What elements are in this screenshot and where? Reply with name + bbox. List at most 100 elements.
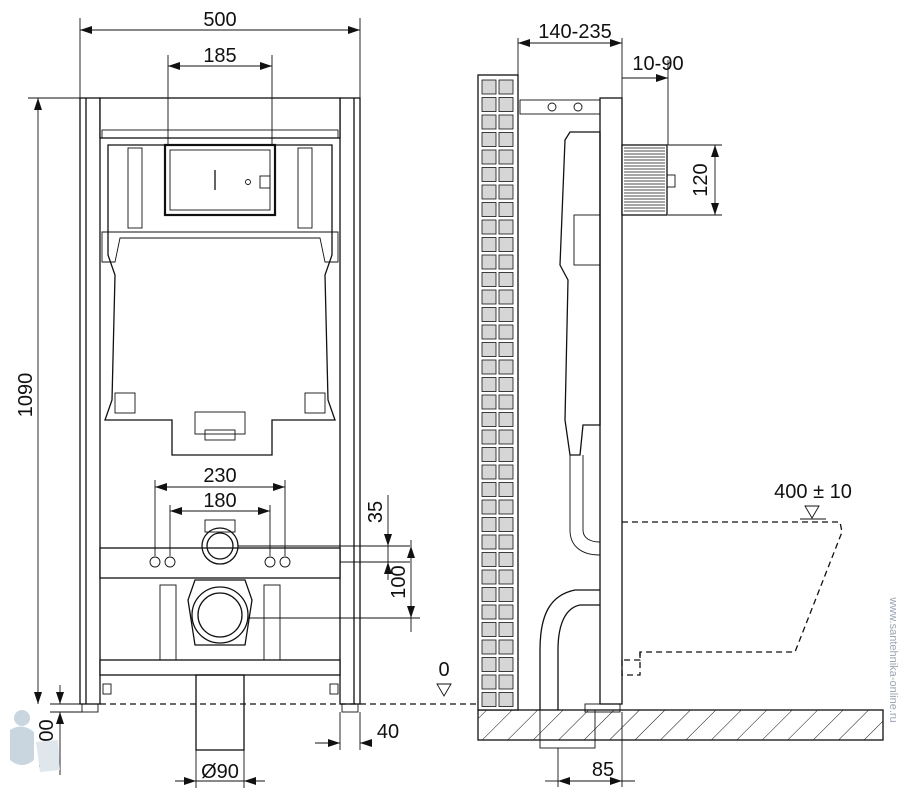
- inlet-crossbar: [99, 547, 341, 579]
- dim-support-inner: 180: [169, 490, 271, 556]
- wall-tile: [481, 639, 497, 655]
- wall-tile: [481, 342, 497, 357]
- wall-tile: [481, 97, 497, 112]
- wall-tile: [498, 639, 514, 655]
- label-support-inner: 180: [203, 490, 236, 512]
- wall-tile: [481, 447, 497, 462]
- dim-foot-offset: 40: [315, 712, 399, 750]
- wall-tile: [481, 114, 497, 130]
- wall-tile: [498, 359, 514, 375]
- wall-tile: [481, 272, 497, 287]
- wall-tile: [498, 132, 514, 147]
- wall-tile: [498, 394, 514, 410]
- wall-tile: [481, 674, 497, 690]
- wall-tile: [481, 202, 497, 217]
- wall-tile: [498, 167, 514, 182]
- wall-tile: [481, 167, 497, 182]
- wall-tile: [498, 552, 514, 567]
- label-support-outer: 230: [203, 465, 236, 487]
- flush-button-block: [621, 144, 668, 216]
- wall-tile: [498, 604, 514, 620]
- wall-tile: [481, 184, 497, 200]
- wall-tile: [498, 499, 514, 515]
- wall-tile: [498, 237, 514, 252]
- wall-tile: [481, 517, 497, 532]
- cistern-profile: [559, 131, 601, 456]
- label-button-height: 120: [690, 163, 712, 196]
- wall-tile: [498, 569, 514, 585]
- wall-tile: [481, 657, 497, 672]
- label-inlet-offset: 35: [365, 501, 387, 523]
- wall-tile: [498, 202, 514, 217]
- wall-tile: [498, 674, 514, 690]
- frame-profile: [599, 97, 623, 705]
- dim-wall-adjust: 10-90: [622, 53, 684, 145]
- wall-tile: [481, 324, 497, 340]
- wall-tile: [481, 464, 497, 480]
- right-upright: [339, 97, 361, 705]
- wall-tile: [498, 657, 514, 672]
- drain-outlet: [191, 586, 249, 644]
- label-depth-range: 140-235: [538, 21, 611, 43]
- label-tank-width: 185: [203, 45, 236, 67]
- wall-tile: [481, 377, 497, 392]
- wall-tile: [498, 149, 514, 165]
- floor-slab: [477, 709, 884, 741]
- wall-tile: [498, 534, 514, 550]
- dim-button-height: 120: [668, 144, 722, 216]
- wall-tile: [498, 692, 514, 707]
- toilet-bowl-outline: [622, 521, 843, 661]
- left-upright: [79, 97, 101, 705]
- wall-tile: [481, 254, 497, 270]
- dim-support-outer: 230: [154, 465, 286, 556]
- watermark-text: www.santehnika-online.ru: [887, 596, 899, 722]
- wall-tile: [481, 307, 497, 322]
- wall-tile: [481, 359, 497, 375]
- wall-tile: [481, 219, 497, 235]
- wall-tile: [481, 149, 497, 165]
- wall-tiles: [481, 79, 514, 707]
- dim-pipe-offset: 85: [545, 712, 635, 787]
- wall-tile: [498, 517, 514, 532]
- cistern-outline: [104, 144, 336, 456]
- wall-tile: [498, 464, 514, 480]
- wall-tile: [498, 289, 514, 305]
- wall-tile: [498, 184, 514, 200]
- wall-tile: [498, 342, 514, 357]
- wall-tile: [481, 569, 497, 585]
- wall-tile: [481, 79, 497, 95]
- wall-tile: [498, 254, 514, 270]
- dim-floor-level: 0: [436, 659, 452, 697]
- side-view: 140-235 10-90 120 400 ± 10 0: [436, 21, 884, 787]
- wall-tile: [481, 604, 497, 620]
- wall-tile: [498, 447, 514, 462]
- dim-depth-range: 140-235: [517, 21, 623, 98]
- dim-drain-diameter: Ø90: [175, 750, 265, 788]
- wall-tile: [481, 534, 497, 550]
- top-crossbar: [99, 97, 341, 139]
- label-frame-width: 500: [203, 9, 236, 31]
- wall-tile: [481, 552, 497, 567]
- wall-tile: [498, 324, 514, 340]
- label-drain-offset: 100: [388, 565, 410, 598]
- wall-tile: [498, 79, 514, 95]
- wall-tile: [498, 307, 514, 322]
- wall-tile: [498, 429, 514, 445]
- wall-tile: [498, 97, 514, 112]
- label-frame-height: 1090: [15, 373, 37, 418]
- label-pipe-offset: 85: [592, 759, 614, 781]
- bottom-crossbar: [99, 659, 341, 676]
- dim-bowl-height: 400 ± 10: [774, 481, 852, 520]
- wall-tile: [498, 587, 514, 602]
- wall-tile: [498, 377, 514, 392]
- wall-tile: [481, 622, 497, 637]
- wall-tile: [498, 219, 514, 235]
- wall-tile: [498, 114, 514, 130]
- wall-tile: [481, 499, 497, 515]
- label-bowl-height: 400 ± 10: [774, 481, 852, 503]
- wall-tile: [498, 482, 514, 497]
- wall-tile: [481, 394, 497, 410]
- wall-tile: [481, 237, 497, 252]
- wall-tile: [481, 412, 497, 427]
